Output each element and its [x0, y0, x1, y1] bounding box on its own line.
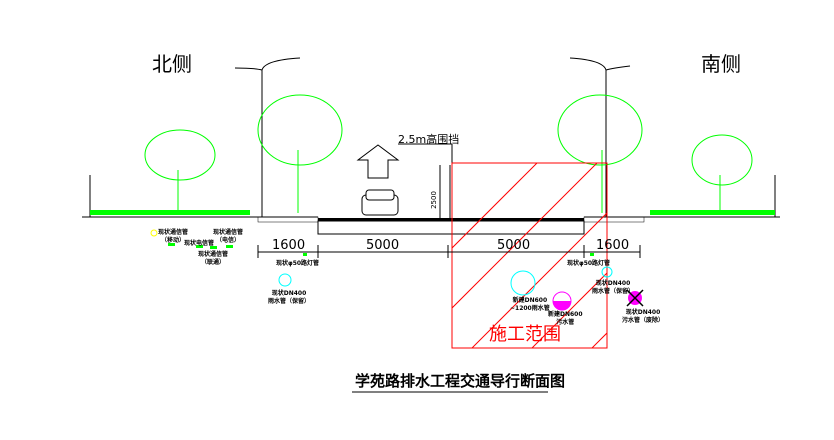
- rain-pipe-right: [601, 266, 613, 278]
- abandoned-x-icon: [626, 289, 644, 307]
- dim-3: 5000: [497, 238, 531, 253]
- barrier: [398, 143, 453, 218]
- dim-1: 1600: [272, 238, 306, 253]
- street-lamps: [234, 57, 631, 217]
- road-surface: [318, 218, 584, 221]
- dim-4: 1600: [596, 238, 630, 253]
- pipe-mobile: [150, 229, 158, 237]
- new-rain-pipe: [510, 270, 536, 296]
- label-streetlight-left: 现状φ50路灯管: [276, 260, 320, 267]
- label-power: 现状电信管: [184, 240, 215, 247]
- label-new-rain: 新建DN600~1200雨水管: [510, 297, 550, 312]
- arrow-icon: [356, 144, 400, 179]
- trees: [144, 94, 753, 213]
- north-label: 北侧: [152, 52, 192, 76]
- construction-hatch: [452, 163, 607, 348]
- shrubs: [90, 210, 775, 215]
- label-streetlight-right: 现状φ50路灯管: [567, 260, 611, 267]
- car-icon: [361, 189, 399, 216]
- south-label: 南侧: [701, 52, 741, 76]
- drawing-title: 学苑路排水工程交通导行断面图: [355, 372, 566, 390]
- construction-area: [451, 162, 608, 349]
- label-mobile: 现状通信管（移动）: [158, 229, 189, 244]
- rain-pipe-left: [278, 273, 292, 287]
- dim-2: 5000: [366, 238, 400, 253]
- label-dianxin: 现状通信管（电信）: [213, 229, 244, 244]
- construction-label: 施工范围: [489, 324, 561, 345]
- barrier-height: 2500: [429, 191, 438, 209]
- telecom-pipes: [168, 243, 594, 256]
- barrier-label: 2.5m高围挡: [398, 133, 460, 146]
- dimension-line: [257, 245, 641, 258]
- sidewalk-tiles: [257, 216, 645, 223]
- label-unicom: 现状通信管（联通）: [198, 251, 229, 266]
